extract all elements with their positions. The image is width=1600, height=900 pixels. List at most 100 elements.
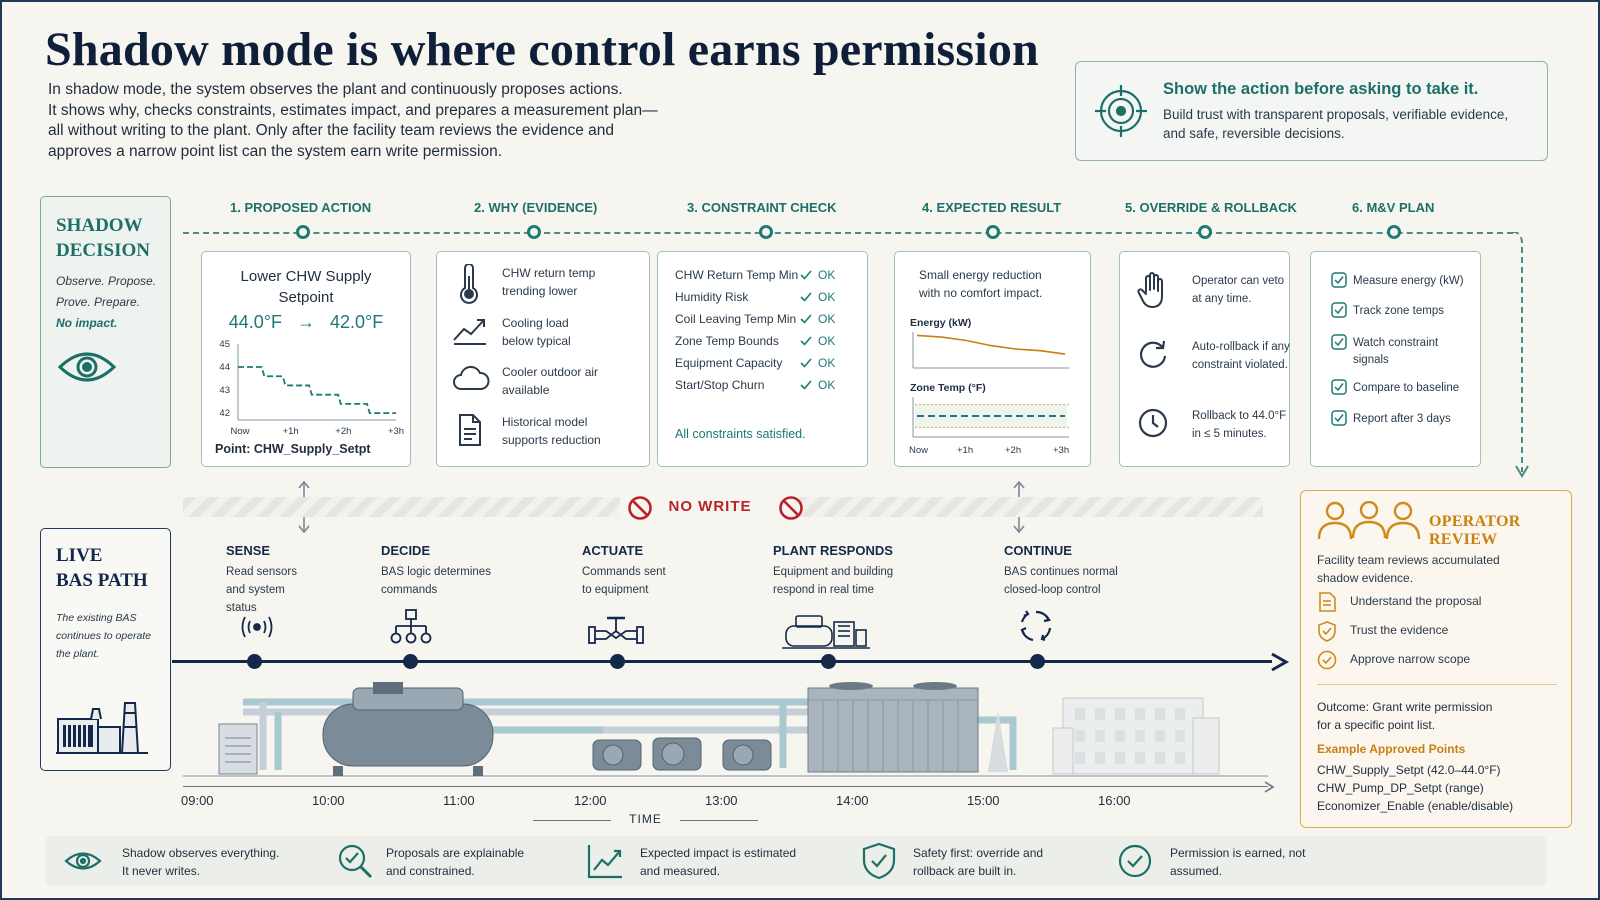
constraints-summary: All constraints satisfied. (675, 427, 806, 441)
callout-box: Show the action before asking to take it… (1075, 61, 1548, 161)
constraint-name: Zone Temp Bounds (675, 334, 779, 348)
constraint-name: Equipment Capacity (675, 356, 783, 370)
plant-equipment-illustration (183, 682, 1268, 777)
stage-line: and system (226, 584, 285, 596)
target-icon (1094, 84, 1148, 143)
evidence-line: CHW return temp (502, 266, 596, 280)
document-icon (1319, 592, 1336, 612)
example-points-title: Example Approved Points (1317, 742, 1466, 756)
check-circle-icon (1317, 650, 1337, 670)
callout-line: and safe, reversible decisions. (1163, 126, 1345, 141)
shadow-decision-title: SHADOW DECISION (56, 213, 150, 263)
shadow-decision-panel: SHADOW DECISION Observe. Propose. Prove.… (40, 196, 171, 468)
text-line: Observe. Propose. (56, 274, 157, 288)
live-bas-path-text: The existing BAS continues to operate th… (56, 609, 166, 663)
y-tick-label: 43 (219, 385, 230, 396)
trend-up-icon (452, 314, 488, 351)
shield-check-icon (861, 842, 897, 885)
mv-line: Report after 3 days (1353, 413, 1451, 425)
x-tick-label: +2h (1005, 445, 1022, 456)
arrow-right-icon (1264, 781, 1275, 793)
stage-line: Read sensors (226, 566, 297, 578)
review-item: Trust the evidence (1317, 620, 1448, 645)
y-tick-label: 45 (219, 339, 230, 350)
rollback-icon (1137, 338, 1169, 375)
review-item-label: Trust the evidence (1350, 623, 1449, 637)
intro-line: approves a narrow point list can the sys… (48, 142, 503, 160)
stage-line: status (226, 602, 257, 614)
mv-line: Measure energy (kW) (1353, 275, 1464, 287)
step-label-4: 4. EXPECTED RESULT (922, 200, 1062, 215)
footer-strip: Shadow observes everything.It never writ… (46, 836, 1546, 886)
constraint-check-card: All constraints satisfied. CHW Return Te… (657, 251, 868, 467)
setpoint-change: 44.0°F → 42.0°F (202, 312, 410, 333)
text-line: shadow evidence. (1317, 571, 1414, 585)
operator-review-panel: OPERATOR REVIEW Facility team reviews ac… (1300, 490, 1572, 828)
energy-series (916, 334, 1066, 355)
energy-chart-title: Energy (kW) (910, 317, 972, 329)
step-dot (759, 225, 773, 239)
arrow-right-icon (1268, 652, 1290, 677)
title-line: LIVE (56, 545, 103, 566)
constraint-status: OK (818, 268, 836, 282)
outcome-text: Outcome: Grant write permission for a sp… (1317, 698, 1557, 734)
x-tick-label: +3h (1053, 445, 1070, 456)
constraint-status: OK (818, 356, 836, 370)
footer-text: It never writes. (122, 864, 201, 878)
shield-check-icon (1318, 621, 1336, 642)
step-connector-line (183, 232, 1513, 234)
stage-line: commands (381, 584, 438, 596)
setpoint-series (238, 366, 396, 414)
evidence-line: Historical model (502, 415, 588, 429)
energy-chart (912, 332, 1069, 369)
zone-temp-chart (912, 397, 1069, 438)
evidence-line: supports reduction (502, 433, 601, 447)
live-bas-path-title: LIVE BAS PATH (56, 543, 148, 593)
x-tick-label: Now (230, 426, 249, 437)
check-box-icon (1331, 379, 1347, 398)
intro-line: all without writing to the plant. Only a… (48, 122, 615, 139)
check-icon (800, 269, 812, 284)
time-tick: 12:00 (574, 793, 607, 808)
title-line: Lower CHW Supply (240, 268, 372, 285)
no-impact-label: No impact. (56, 316, 118, 330)
footer-text: Safety first: override and (913, 846, 1044, 860)
constraint-status: OK (818, 312, 836, 326)
y-tick-label: 44 (219, 362, 230, 373)
override-line: Auto-rollback if any (1192, 341, 1290, 353)
sensor-icon (237, 612, 277, 647)
x-tick-label: Now (909, 445, 929, 456)
stage-line: closed-loop control (1004, 584, 1101, 596)
time-axis (183, 786, 1268, 787)
override-line: in ≤ 5 minutes. (1192, 428, 1267, 440)
stage-line: BAS logic determines (381, 566, 491, 578)
step-label-2: 2. WHY (EVIDENCE) (474, 200, 598, 215)
stage-line: Commands sent (582, 566, 666, 578)
footer-text: Expected impact is estimated (640, 846, 797, 860)
example-points-list: CHW_Supply_Setpt (42.0–44.0°F) CHW_Pump_… (1317, 761, 1513, 815)
eye-icon (64, 842, 102, 885)
footer-text: and measured. (640, 864, 721, 878)
people-icon (1317, 500, 1421, 546)
x-tick-label: +1h (957, 445, 974, 456)
stage-title: SENSE (226, 543, 271, 558)
loop-icon (1018, 608, 1054, 649)
stage-text: Read sensors and system status (226, 563, 297, 617)
operator-review-title: OPERATOR REVIEW (1429, 513, 1521, 548)
mv-line: Watch constraint (1353, 337, 1439, 349)
evidence-line: trending lower (502, 284, 578, 298)
callout-title: Show the action before asking to take it… (1163, 80, 1479, 98)
constraint-status: OK (818, 334, 836, 348)
step-dot (1387, 225, 1401, 239)
check-icon (800, 357, 812, 372)
plant-building-icon (56, 697, 151, 760)
valve-icon (586, 612, 646, 653)
